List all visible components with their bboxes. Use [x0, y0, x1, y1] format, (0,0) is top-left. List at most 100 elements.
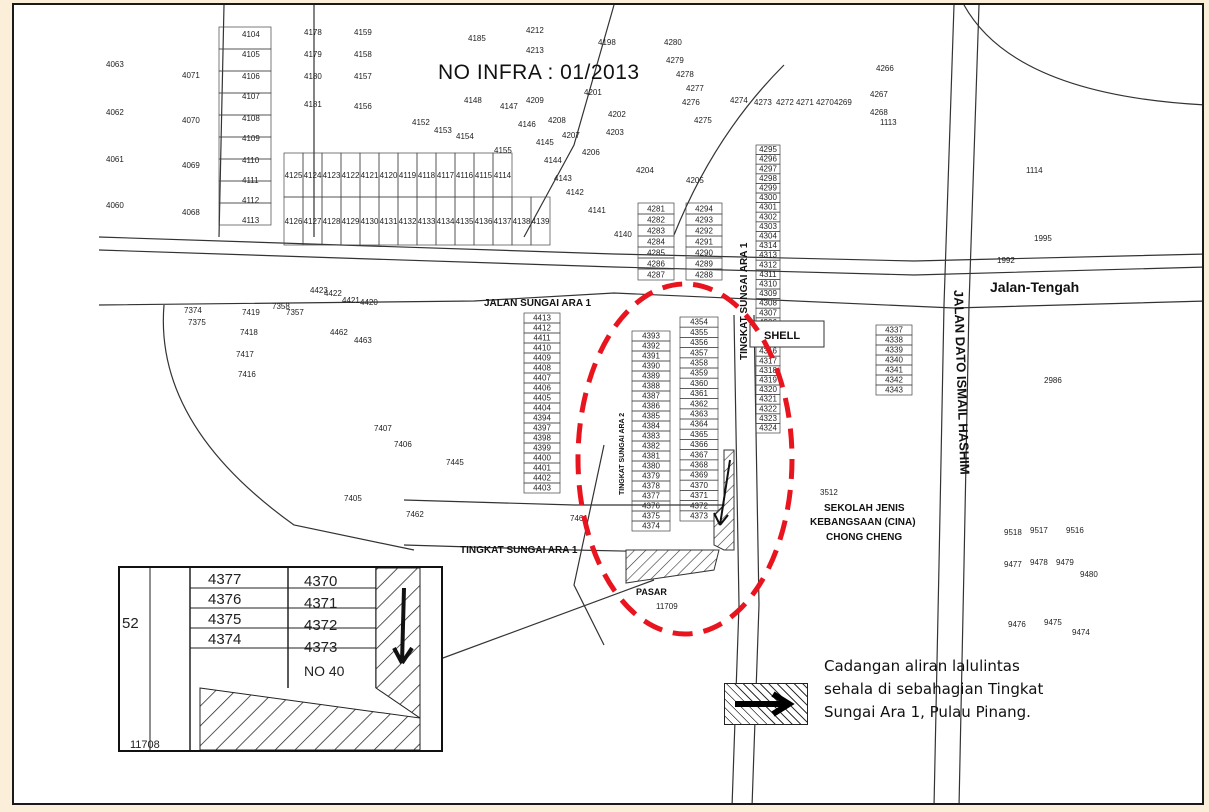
- lot-number: 4271: [796, 98, 814, 107]
- lot-number: 4307: [759, 308, 777, 317]
- lot-number: 4267: [870, 90, 888, 99]
- lot-number: 9476: [1008, 620, 1026, 629]
- lot-number: 4283: [647, 227, 665, 236]
- lot-number: 4069: [182, 161, 200, 170]
- lot-number: 7405: [344, 494, 362, 503]
- legend: Cadangan aliran lalulintas sehala di seb…: [724, 655, 1064, 735]
- parcel: [875, 384, 913, 396]
- lot-number: 4400: [533, 454, 551, 463]
- lot-number: 4121: [361, 171, 379, 180]
- inset-lot-number: 4374: [208, 631, 241, 648]
- lot-number: 4408: [533, 364, 551, 373]
- lot-number: 4413: [533, 314, 551, 323]
- lot-number: 7419: [242, 308, 260, 317]
- lot-number: 4403: [533, 484, 551, 493]
- lot-number: 1113: [880, 118, 897, 127]
- lot-number: 4282: [647, 216, 665, 225]
- lot-number: 4270: [816, 98, 834, 107]
- lot-number: 4203: [606, 128, 624, 137]
- lot-number: 4071: [182, 71, 200, 80]
- school-lot-number: 3512: [820, 488, 838, 497]
- lot-number: 4386: [642, 402, 660, 411]
- school-name-line3: CHONG CHENG: [826, 532, 902, 543]
- lot-number: 4148: [464, 96, 482, 105]
- lot-number: 4355: [690, 328, 708, 337]
- highlight-ellipse: [575, 281, 795, 637]
- parcel: [218, 202, 272, 226]
- road-label-jalan-sungai-ara-1: JALAN SUNGAI ARA 1: [484, 298, 591, 309]
- parcel: [523, 482, 561, 494]
- legend-arrow-icon: [735, 691, 795, 717]
- lot-number: 4404: [533, 404, 551, 413]
- lot-number: 4141: [588, 206, 606, 215]
- lot-number: 4146: [518, 120, 536, 129]
- lot-number: 7417: [236, 350, 254, 359]
- lot-number: 4365: [690, 430, 708, 439]
- lot-number: 4319: [759, 376, 777, 385]
- lot-number: 4273: [754, 98, 772, 107]
- lot-number: 4147: [500, 102, 518, 111]
- lot-number: 4158: [354, 50, 372, 59]
- lot-number: 4463: [354, 336, 372, 345]
- pasar-lot-number: 11709: [656, 602, 678, 611]
- lot-number: 4209: [526, 96, 544, 105]
- lot-number: 4397: [533, 424, 551, 433]
- road-label-tingkat-sungai-ara-2: TINGKAT SUNGAI ARA 2: [619, 413, 626, 495]
- lot-number: 4309: [759, 289, 777, 298]
- lot-number: 7461: [570, 514, 588, 523]
- lot-number: 4356: [690, 338, 708, 347]
- shell-label: SHELL: [764, 330, 800, 342]
- lot-number: 4113: [242, 216, 260, 225]
- lot-number: 4115: [475, 171, 493, 180]
- lot-number: 4127: [304, 217, 322, 226]
- lot-number: 4384: [642, 422, 660, 431]
- lot-number: 4275: [694, 116, 712, 125]
- lot-number: 7416: [238, 370, 256, 379]
- lot-number: 4120: [380, 171, 398, 180]
- lot-number: 4372: [690, 501, 708, 510]
- legend-line-2: sehala di sebahagian Tingkat: [824, 680, 1044, 698]
- lot-number: 4300: [759, 193, 777, 202]
- lot-number: 4361: [690, 389, 708, 398]
- lot-number: 4423: [310, 286, 328, 295]
- lot-number: 4145: [536, 138, 554, 147]
- lot-number: 4314: [759, 241, 777, 250]
- lot-number: 4180: [304, 72, 322, 81]
- one-way-arrow-icon: [713, 459, 731, 526]
- lot-number: 4268: [870, 108, 888, 117]
- lot-number: 4405: [533, 394, 551, 403]
- school-name-line2: KEBANGSAAN (CINA): [810, 517, 916, 528]
- lot-number: 4105: [242, 50, 260, 59]
- lot-number: 4181: [304, 100, 322, 109]
- lot-number: 4394: [533, 414, 551, 423]
- lot-number: 4114: [494, 171, 512, 180]
- lot-number: 4378: [642, 482, 660, 491]
- lot-number: 4359: [690, 369, 708, 378]
- lot-number: 4116: [456, 171, 474, 180]
- inset-market-hatch: [199, 687, 421, 750]
- lot-number: 4130: [361, 217, 379, 226]
- lot-number: 4364: [690, 420, 708, 429]
- lot-number: 4310: [759, 280, 777, 289]
- inset-lot-number: 4372: [304, 617, 337, 634]
- lot-number: 4208: [548, 116, 566, 125]
- lot-number: 4313: [759, 251, 777, 260]
- lot-number: 4143: [554, 174, 572, 183]
- lot-number: 4368: [690, 461, 708, 470]
- lot-number: 9474: [1072, 628, 1090, 637]
- legend-swatch: [724, 683, 808, 725]
- lot-number: 4063: [106, 60, 124, 69]
- lot-number: 4137: [494, 217, 512, 226]
- road-label-jalan-dato-ismail-hashim: JALAN DATO ISMAIL HASHIM: [951, 290, 972, 475]
- lot-number: 4288: [695, 271, 713, 280]
- lot-number: 7462: [406, 510, 424, 519]
- lot-number: 4341: [885, 366, 903, 375]
- lot-number: 4385: [642, 412, 660, 421]
- lot-number: 9480: [1080, 570, 1098, 579]
- lot-number: 4122: [342, 171, 360, 180]
- lot-number: 4371: [690, 491, 708, 500]
- lot-number: 7357: [286, 308, 304, 317]
- lot-number: 4389: [642, 372, 660, 381]
- lot-number: 4296: [759, 155, 777, 164]
